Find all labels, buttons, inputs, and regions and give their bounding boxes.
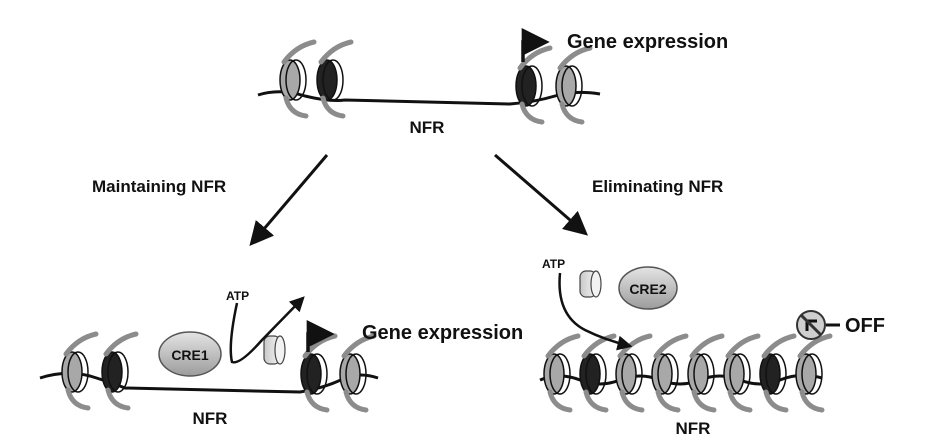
- histone-nucleosome: [555, 45, 593, 125]
- left-chromatin: [39, 296, 379, 413]
- histone-nucleosome: [687, 333, 725, 413]
- top-dna-strand: [257, 90, 601, 106]
- right-nfr-label: NFR: [676, 419, 711, 438]
- histone-nucleosome: [543, 333, 581, 413]
- cre2-label: CRE2: [629, 281, 667, 297]
- atp-hydrolysis-arrow: [229, 296, 305, 364]
- no-expression-icon: [796, 310, 826, 340]
- cre2-enzyme: [618, 266, 678, 310]
- maintaining-nfr-label: Maintaining NFR: [92, 177, 226, 196]
- right-branch-arrow: [494, 153, 589, 236]
- histone-nucleosome: [723, 333, 761, 413]
- histone-nucleosome: [651, 333, 689, 413]
- histone-nucleosome: [300, 333, 338, 413]
- histone-nucleosome: [515, 45, 553, 125]
- right-atp-label: ATP: [542, 257, 565, 271]
- transcription-start-arrow-icon: [521, 28, 550, 62]
- evicted-histone: [263, 335, 286, 365]
- histone-nucleosome: [279, 39, 317, 119]
- top-nfr-label: NFR: [410, 118, 445, 137]
- off-label: OFF: [845, 315, 885, 337]
- cre1-label: CRE1: [171, 347, 209, 363]
- histone-nucleosome: [615, 333, 653, 413]
- cre1-enzyme: [158, 331, 222, 377]
- left-nfr-label: NFR: [193, 409, 228, 428]
- histone-nucleosome: [759, 333, 797, 413]
- eliminating-nfr-label: Eliminating NFR: [592, 177, 723, 196]
- histone-nucleosome: [101, 331, 139, 411]
- histone-nucleosome: [316, 39, 354, 119]
- atp-deposition-arrow: [558, 272, 633, 351]
- left-branch-arrow: [249, 154, 329, 247]
- left-atp-label: ATP: [226, 289, 249, 303]
- histone-nucleosome: [579, 333, 617, 413]
- right-chromatin: [539, 266, 840, 413]
- incoming-histone: [579, 270, 602, 298]
- histone-nucleosome: [339, 333, 377, 413]
- left-expression-label: Gene expression: [362, 322, 523, 344]
- histone-nucleosome: [61, 331, 99, 411]
- histone-nucleosome: [795, 333, 833, 413]
- top-chromatin: [257, 28, 601, 125]
- transcription-start-arrow-icon: [306, 320, 335, 352]
- top-expression-label: Gene expression: [567, 31, 728, 53]
